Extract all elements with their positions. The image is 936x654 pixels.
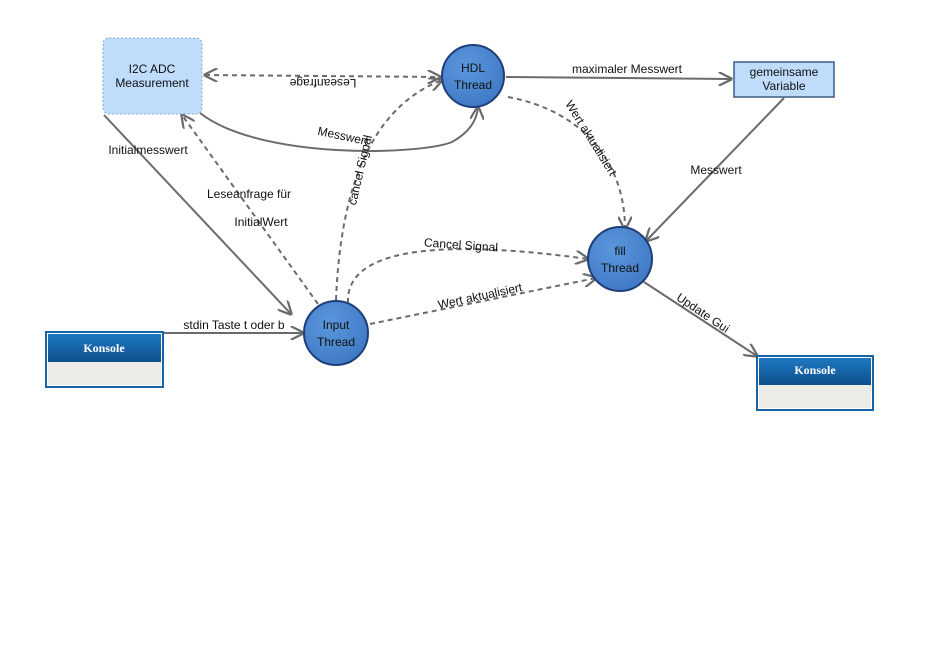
variable-label-line2: Variable bbox=[762, 79, 805, 93]
edge-cancel-signal-hdl bbox=[335, 80, 442, 301]
label-update-gui: Update Gui bbox=[674, 290, 732, 336]
node-hdl-thread: HDL Thread bbox=[441, 44, 505, 108]
node-input-thread: Input Thread bbox=[303, 300, 369, 366]
label-cancel-signal-fill: Cancel Signal bbox=[424, 235, 499, 254]
label-leseanfrage-initial-1: Leseanfrage für bbox=[207, 187, 291, 201]
label-wert-aktualisiert-hdl-fill: Wert aktualisiert bbox=[562, 98, 620, 179]
node-konsole-right: Konsole bbox=[756, 355, 874, 411]
edge-initialmesswert bbox=[103, 114, 291, 314]
edge-leseanfrage-initial bbox=[182, 115, 319, 305]
node-fill-thread: fill Thread bbox=[587, 226, 653, 292]
label-initialmesswert: Initialmesswert bbox=[108, 143, 188, 157]
konsole-left-title: Konsole bbox=[83, 341, 125, 355]
input-label-line2: Thread bbox=[317, 335, 355, 349]
i2c-label-line1: I2C ADC bbox=[129, 62, 176, 76]
node-i2c-adc-measurement: I2C ADC Measurement bbox=[102, 37, 203, 115]
fill-label-line1: fill bbox=[614, 244, 625, 258]
variable-label-line1: gemeinsame bbox=[750, 65, 819, 79]
label-messwert-var-fill: Messwert bbox=[690, 163, 742, 177]
label-leseanfrage-initial-2: InitialWert bbox=[234, 215, 288, 229]
edge-cancel-signal-fill bbox=[346, 248, 588, 304]
edge-maximaler-messwert bbox=[505, 77, 731, 79]
konsole-right-title: Konsole bbox=[794, 363, 836, 377]
label-maximaler-messwert: maximaler Messwert bbox=[572, 62, 683, 76]
label-stdin: stdin Taste t oder b bbox=[183, 318, 285, 332]
edge-messwert-i2c-hdl bbox=[199, 107, 478, 152]
label-wert-aktualisiert-input-fill: Wert aktualisiert bbox=[437, 280, 524, 312]
edge-wert-aktualisiert-input-fill bbox=[369, 278, 596, 325]
edge-update-gui bbox=[643, 281, 757, 356]
node-konsole-left: Konsole bbox=[45, 331, 164, 388]
node-gemeinsame-variable: gemeinsame Variable bbox=[733, 61, 835, 98]
hdl-label-line2: Thread bbox=[454, 78, 492, 92]
input-label-line1: Input bbox=[323, 318, 350, 332]
edge-leseanfrage bbox=[205, 75, 440, 77]
label-leseanfrage: Leseanfrage bbox=[289, 76, 356, 90]
hdl-label-line1: HDL bbox=[461, 61, 485, 75]
fill-label-line2: Thread bbox=[601, 261, 639, 275]
i2c-label-line2: Measurement bbox=[115, 76, 189, 90]
edge-messwert-var-fill bbox=[646, 97, 785, 241]
